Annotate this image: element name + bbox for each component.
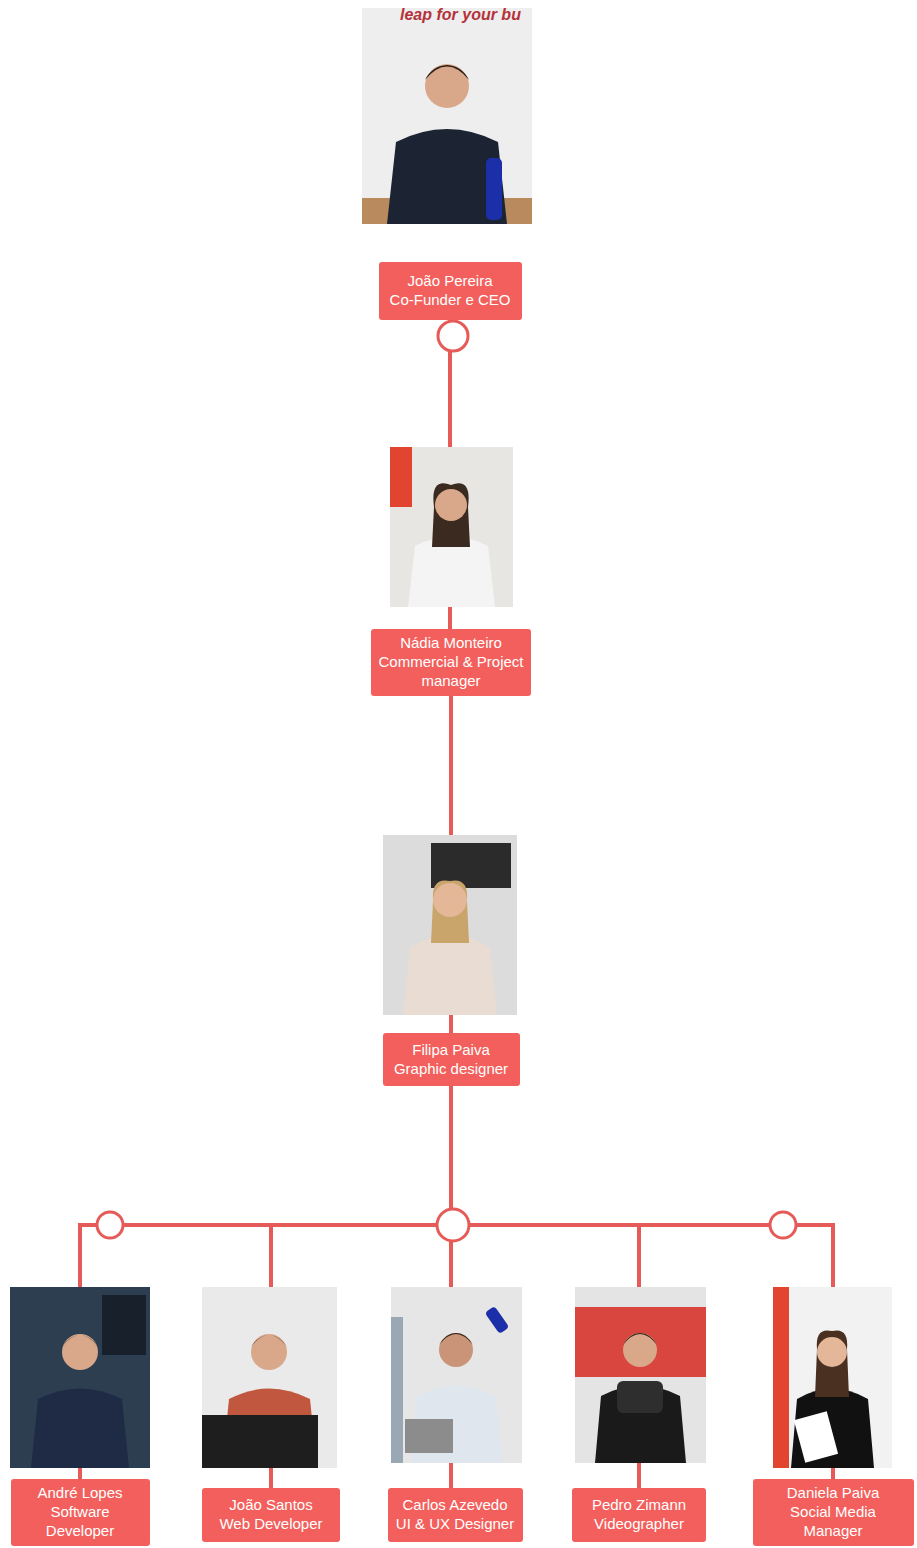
photo — [362, 8, 532, 224]
person-name: Daniela Paiva — [759, 1484, 908, 1503]
person-name: Nádia Monteiro — [377, 634, 525, 653]
job-title: Web Developer — [208, 1515, 334, 1534]
photo — [391, 1287, 522, 1463]
job-title: UI & UX Designer — [394, 1515, 517, 1534]
person-name: Carlos Azevedo — [394, 1496, 517, 1515]
photo — [202, 1287, 337, 1468]
name-box: Daniela PaivaSocial Media Manager — [753, 1479, 914, 1546]
name-box: Carlos AzevedoUI & UX Designer — [388, 1488, 523, 1542]
job-title: Software Developer — [17, 1503, 144, 1541]
person-name: João Pereira — [385, 272, 516, 291]
name-box: João SantosWeb Developer — [202, 1488, 340, 1542]
name-box: Filipa PaivaGraphic designer — [383, 1033, 520, 1086]
job-title: Commercial & Project manager — [377, 653, 525, 691]
photo — [383, 835, 517, 1015]
name-box: Pedro ZimannVideographer — [572, 1488, 706, 1542]
joint-circle — [97, 321, 796, 1241]
job-title: Co-Funder e CEO — [385, 291, 516, 310]
name-box: João PereiraCo-Funder e CEO — [379, 262, 522, 320]
name-box: Nádia MonteiroCommercial & Project manag… — [371, 629, 531, 696]
photo — [773, 1287, 892, 1468]
job-title: Videographer — [578, 1515, 700, 1534]
person-name: André Lopes — [17, 1484, 144, 1503]
job-title: Social Media Manager — [759, 1503, 908, 1541]
photo-caption-text: leap for your bu — [400, 6, 521, 24]
person-name: Pedro Zimann — [578, 1496, 700, 1515]
photo — [10, 1287, 150, 1468]
person-name: João Santos — [208, 1496, 334, 1515]
photo — [390, 447, 513, 607]
job-title: Graphic designer — [389, 1060, 514, 1079]
person-name: Filipa Paiva — [389, 1041, 514, 1060]
photo — [575, 1287, 706, 1463]
name-box: André LopesSoftware Developer — [11, 1479, 150, 1546]
